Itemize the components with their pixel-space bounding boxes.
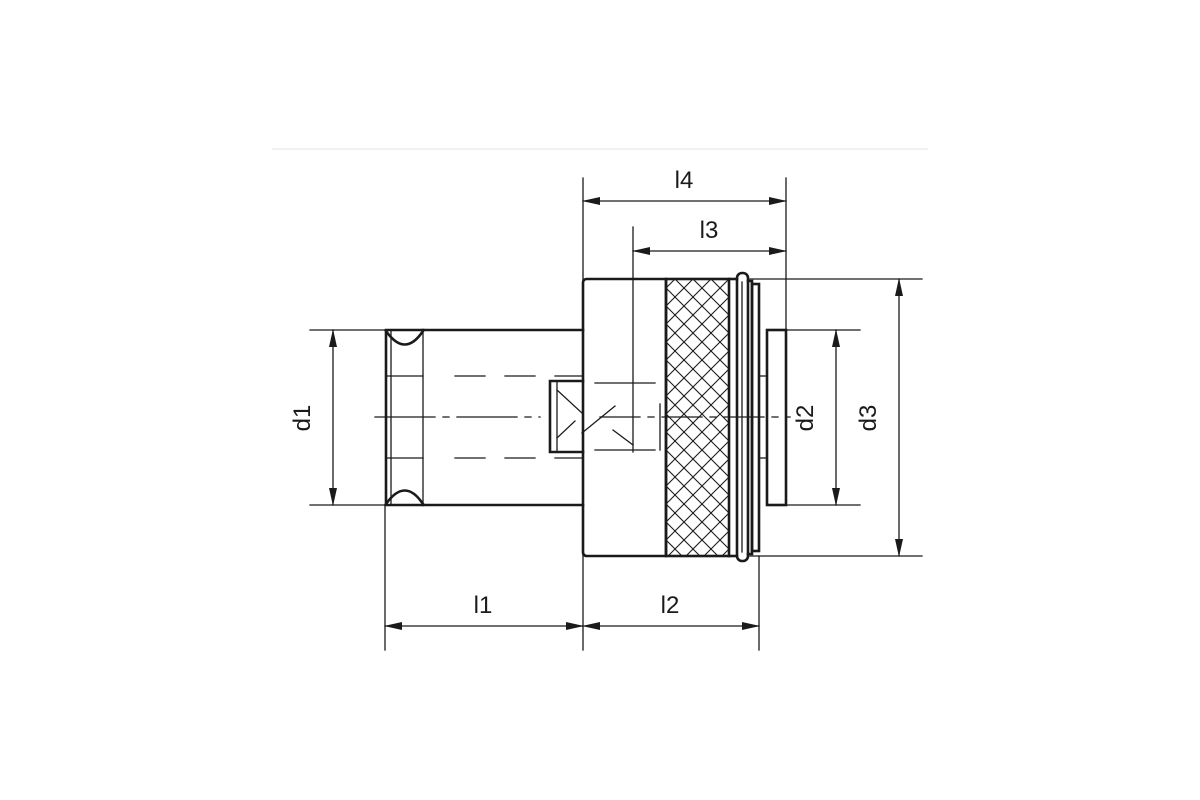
dimension-label-l4: l4 xyxy=(675,167,694,194)
dimension-label-l2: l2 xyxy=(661,592,680,619)
part-outline xyxy=(374,226,791,563)
dimension-label-d1: d1 xyxy=(289,405,316,432)
dimension-label-d3: d3 xyxy=(855,405,882,432)
dimension-label-d2: d2 xyxy=(792,405,819,432)
dimension-label-l1: l1 xyxy=(474,592,493,619)
dimension-label-l3: l3 xyxy=(700,217,719,244)
dimension-lines xyxy=(309,177,923,651)
